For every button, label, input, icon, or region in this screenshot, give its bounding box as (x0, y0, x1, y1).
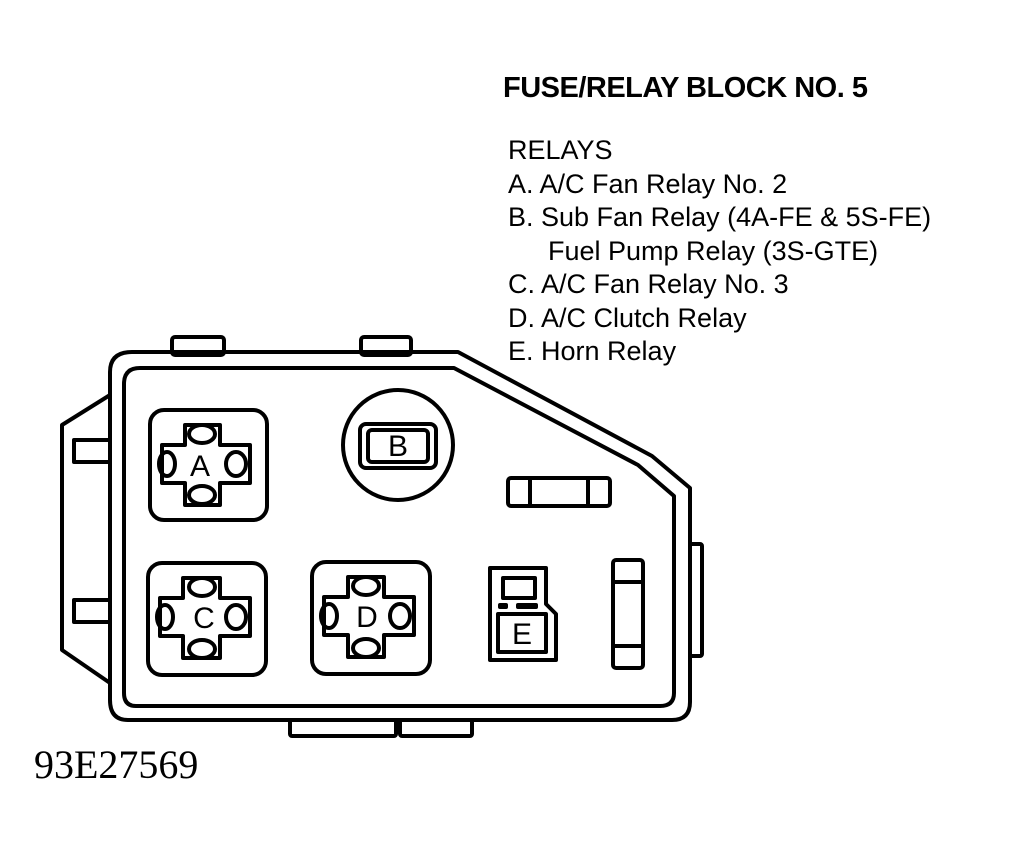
relay-label-c: C (193, 602, 215, 635)
relay-socket-c (146, 561, 268, 677)
relay-legend: RELAYS A. A/C Fan Relay No. 2 B. Sub Fan… (508, 134, 931, 369)
relay-label-b: B (388, 430, 408, 463)
fuse-vertical (611, 558, 645, 670)
housing-outer (108, 350, 692, 722)
relay-label-a: A (190, 450, 210, 483)
relay-e-contact-right (516, 603, 538, 609)
housing-bottom-tab-right (398, 718, 474, 738)
legend-item-c: C. A/C Fan Relay No. 3 (508, 269, 789, 299)
fuse-horizontal (506, 476, 612, 508)
housing-top-tab-left (170, 335, 226, 357)
legend-item-a: A. A/C Fan Relay No. 2 (508, 168, 788, 199)
legend-item-e: E. Horn Relay (508, 336, 677, 366)
relay-e-contact-left (498, 603, 508, 609)
diagram-title: FUSE/RELAY BLOCK NO. 5 (503, 72, 868, 104)
relay-socket-e (488, 566, 558, 662)
bracket-slot-lower (72, 598, 112, 624)
legend-heading: RELAYS (508, 135, 613, 165)
relay-socket-d (310, 560, 432, 676)
bracket-slot-upper (72, 438, 112, 464)
housing-bottom-tab-left (288, 718, 398, 738)
relay-socket-a (148, 408, 269, 522)
housing-top-tab-right (359, 335, 413, 357)
relay-socket-b (341, 388, 455, 502)
housing-inner (122, 366, 676, 708)
legend-item-d: D. A/C Clutch Relay (508, 302, 747, 333)
legend-item-b: B. Sub Fan Relay (4A-FE & 5S-FE) (508, 202, 932, 232)
housing-right-latch (688, 542, 704, 658)
relay-label-d: D (356, 601, 378, 634)
figure-id: 93E27569 (34, 742, 199, 787)
housing-left-bracket (60, 393, 112, 685)
legend-item-b-continued: Fuel Pump Relay (3S-GTE) (548, 235, 879, 266)
relay-label-e: E (512, 618, 532, 651)
